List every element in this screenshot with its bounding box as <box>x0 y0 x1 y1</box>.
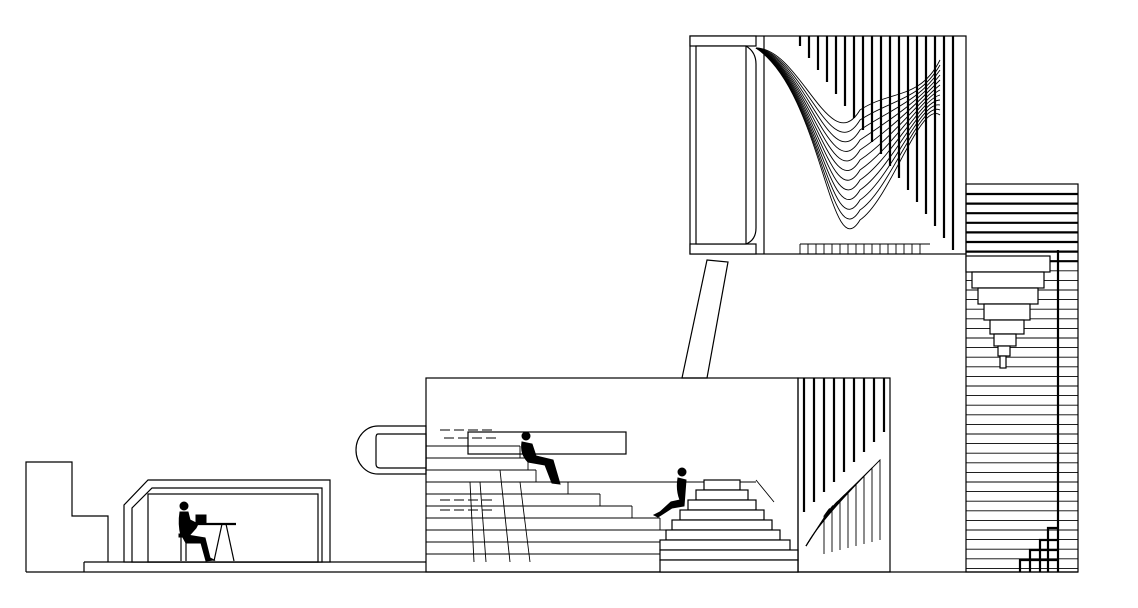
study-pavilion <box>123 479 331 563</box>
figure-at-desk <box>178 501 216 562</box>
curtain-lower-bars <box>802 378 886 512</box>
elevated-box-bottom-ticks <box>799 243 930 254</box>
elevated-box-bars <box>798 36 955 250</box>
tower-stair <box>1018 526 1058 572</box>
elevated-box-curves <box>755 47 941 230</box>
right-tower <box>965 183 1079 573</box>
curtain-lower-curves <box>805 458 881 554</box>
seated-figure-lower <box>652 467 687 518</box>
elevated-box <box>689 35 967 255</box>
central-stepped-pyramid <box>659 479 799 573</box>
rounded-pod <box>355 425 427 475</box>
tower-horizontal-lines <box>966 192 1078 572</box>
auditorium-dash-marks <box>440 429 500 511</box>
auditorium <box>425 377 799 573</box>
curtain-lower <box>797 377 891 573</box>
seated-figure-upper <box>521 431 561 485</box>
slanted-strut <box>681 259 729 379</box>
tower-inverted-pyramid <box>965 255 1051 369</box>
